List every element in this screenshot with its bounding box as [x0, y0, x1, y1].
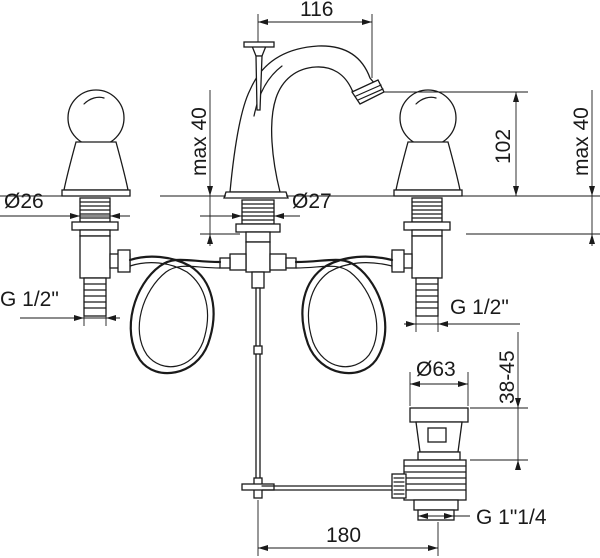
dim-waste-thickness: 38-45	[496, 350, 519, 404]
dim-waste-diameter: Ø63	[416, 358, 456, 381]
dim-handle-diameter: Ø26	[4, 190, 44, 213]
dim-waste-thread: G 1"1/4	[476, 506, 547, 529]
spout	[223, 41, 385, 199]
dimension-labels: 116 102 max 40 max 40 Ø26 Ø27 G 1/2" G 1…	[0, 0, 593, 547]
center-connector	[219, 241, 297, 289]
dim-rod-length: 180	[326, 524, 361, 547]
dim-spout-diameter: Ø27	[292, 190, 332, 213]
lift-rod	[241, 287, 401, 499]
dim-spout-spacing: 116	[300, 0, 333, 21]
right-hose	[294, 255, 394, 375]
left-hose	[128, 255, 222, 375]
dim-max-right: max 40	[570, 107, 593, 176]
left-valve-body	[79, 235, 131, 317]
dim-inlet-right: G 1/2"	[450, 296, 509, 319]
pop-up-waste	[391, 407, 469, 521]
right-handle	[393, 89, 463, 237]
dim-inlet-left: G 1/2"	[0, 288, 59, 311]
dim-spout-height: 102	[492, 129, 515, 164]
left-handle	[61, 89, 131, 237]
spout-stem	[235, 199, 281, 243]
dim-max-left: max 40	[188, 107, 211, 176]
right-valve-body	[391, 235, 443, 317]
dimension-lines	[0, 14, 600, 556]
